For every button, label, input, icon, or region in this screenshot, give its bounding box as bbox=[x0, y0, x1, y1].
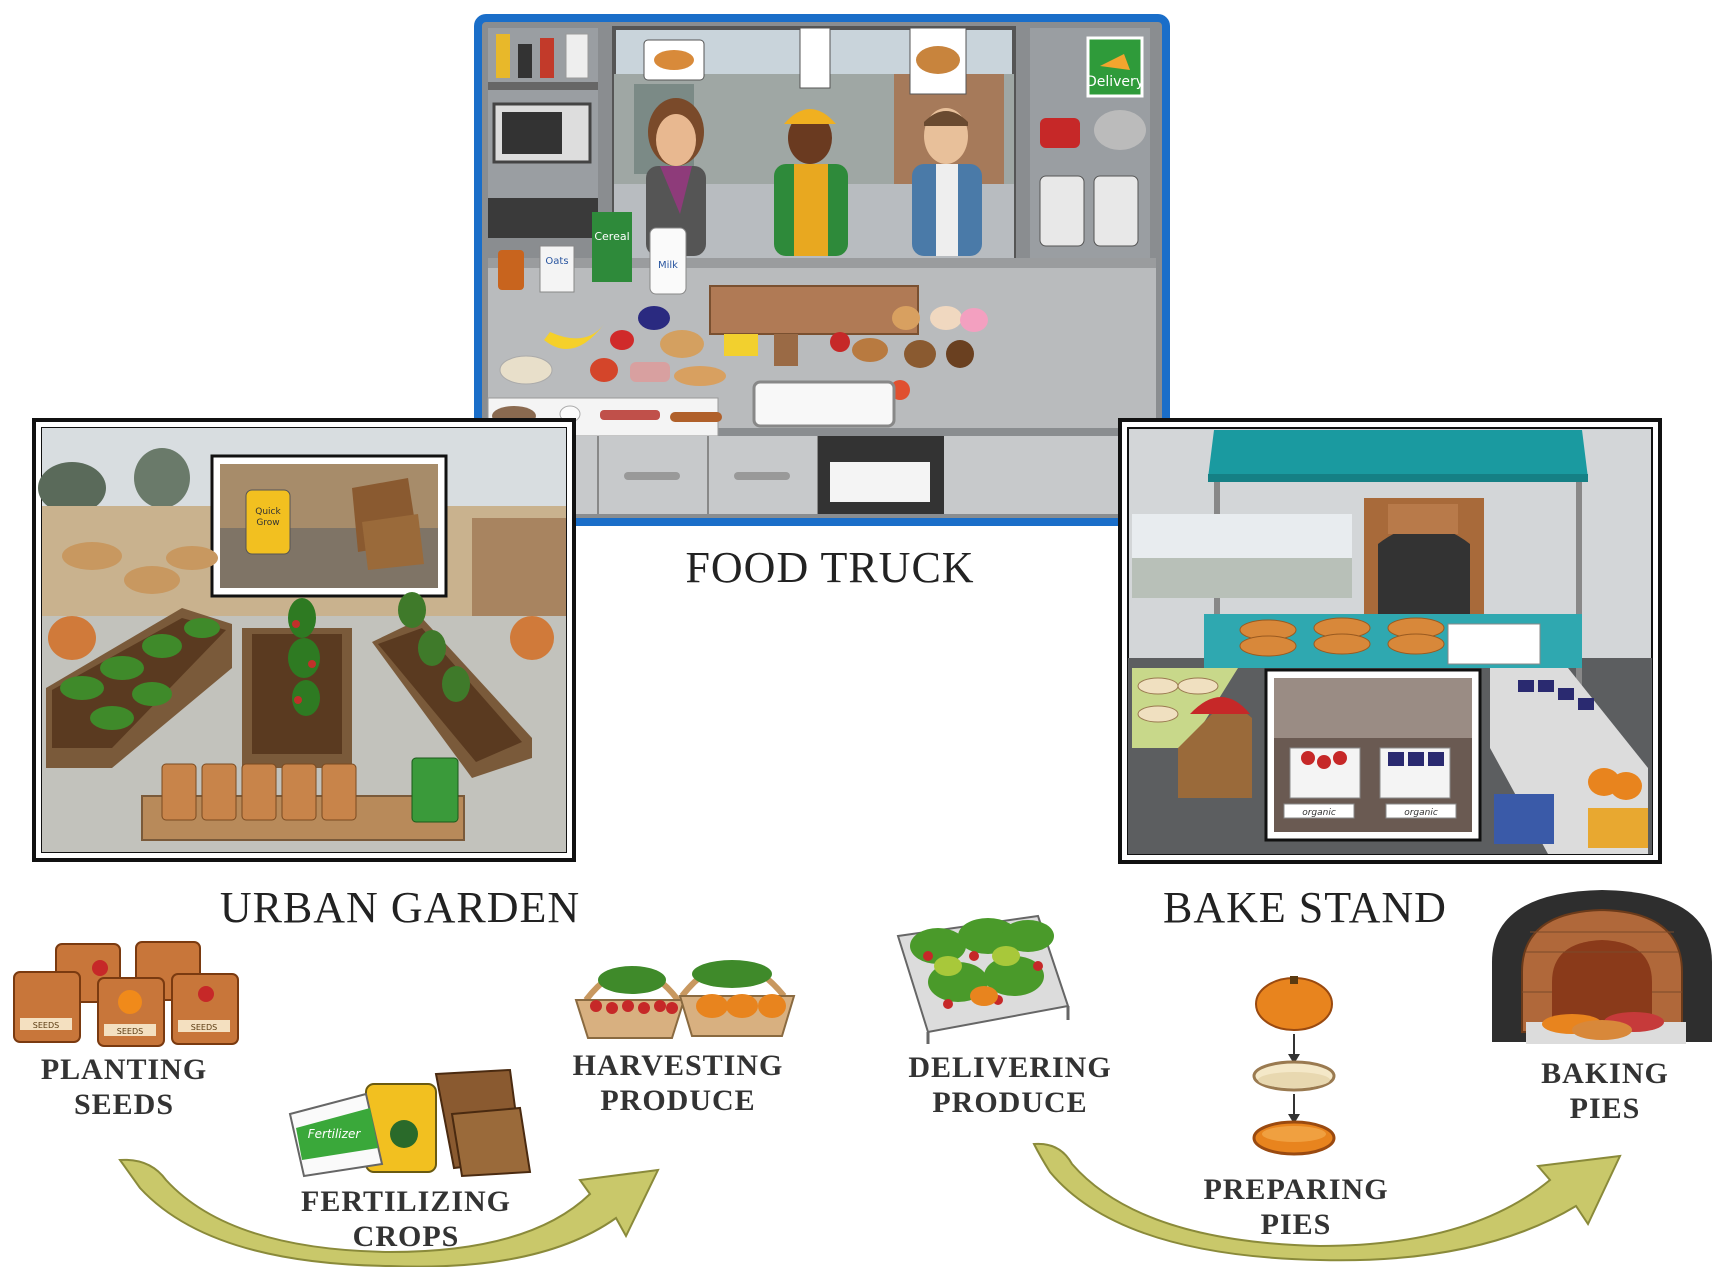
seed-bag-label-1: SEEDS bbox=[33, 1021, 59, 1030]
step-delivering-line2: PRODUCE bbox=[932, 1086, 1088, 1119]
customer-man bbox=[912, 108, 982, 256]
step-harvesting-produce: HARVESTING PRODUCE bbox=[548, 1048, 808, 1118]
oats-label: Oats bbox=[545, 256, 568, 267]
produce-crate-icon bbox=[896, 914, 1070, 1044]
delivery-sign: Delivery bbox=[1086, 74, 1144, 90]
step-baking-line1: BAKING bbox=[1541, 1057, 1669, 1090]
step-planting-seeds: PLANTING SEEDS bbox=[14, 1052, 234, 1122]
fertilizer-bag-label: Fertilizer bbox=[308, 1127, 362, 1141]
urban-garden-title: URBAN GARDEN bbox=[219, 883, 581, 932]
step-fertilizing-line2: CROPS bbox=[352, 1220, 460, 1253]
garden-cycle-arrow bbox=[118, 1158, 660, 1267]
step-baking-pies: BAKING PIES bbox=[1510, 1056, 1700, 1126]
step-fertilizing-line1: FERTILIZING bbox=[301, 1185, 511, 1218]
seed-bag-label-3: SEEDS bbox=[191, 1023, 217, 1032]
step-harvesting-line2: PRODUCE bbox=[600, 1084, 756, 1117]
organic-label-1: organic bbox=[1302, 808, 1336, 818]
step-preparing-pies: PREPARING PIES bbox=[1176, 1172, 1416, 1242]
step-delivering-line1: DELIVERING bbox=[908, 1051, 1112, 1084]
brick-oven-icon bbox=[1492, 890, 1712, 1044]
organic-label-2: organic bbox=[1404, 808, 1438, 818]
urban-garden-panel: Quick Grow bbox=[32, 418, 576, 862]
bake-stand-panel: organic organic bbox=[1118, 418, 1662, 864]
step-planting-line1: PLANTING bbox=[40, 1053, 208, 1086]
food-truck-title: FOOD TRUCK bbox=[685, 543, 975, 592]
step-baking-line2: PIES bbox=[1569, 1092, 1641, 1125]
bake-stand-title: BAKE STAND bbox=[1163, 883, 1447, 932]
step-harvesting-line1: HARVESTING bbox=[572, 1049, 784, 1082]
bake-cycle-arrow bbox=[1032, 1142, 1622, 1262]
cereal-box-label: Cereal bbox=[594, 230, 629, 243]
quick-grow-inset-line2: Grow bbox=[256, 518, 279, 528]
seed-bag-label-2: SEEDS bbox=[117, 1027, 143, 1036]
step-delivering-produce: DELIVERING PRODUCE bbox=[880, 1050, 1140, 1120]
harvest-baskets-icon bbox=[574, 960, 796, 1039]
seed-bags-icon: SEEDS SEEDS SEEDS bbox=[13, 941, 239, 1047]
pie-prep-icon bbox=[1252, 976, 1336, 1156]
quick-grow-inset-line1: Quick bbox=[255, 507, 281, 517]
milk-label: Milk bbox=[658, 260, 678, 271]
step-preparing-line1: PREPARING bbox=[1203, 1173, 1389, 1206]
step-planting-line2: SEEDS bbox=[73, 1088, 175, 1121]
food-truck-panel: Delivery Cereal Oats Milk bbox=[474, 14, 1170, 526]
customer-worker bbox=[774, 109, 848, 256]
fertilizer-icon: Fertilizer bbox=[288, 1068, 532, 1178]
step-preparing-line2: PIES bbox=[1260, 1208, 1332, 1241]
step-fertilizing-crops: FERTILIZING CROPS bbox=[276, 1184, 536, 1254]
